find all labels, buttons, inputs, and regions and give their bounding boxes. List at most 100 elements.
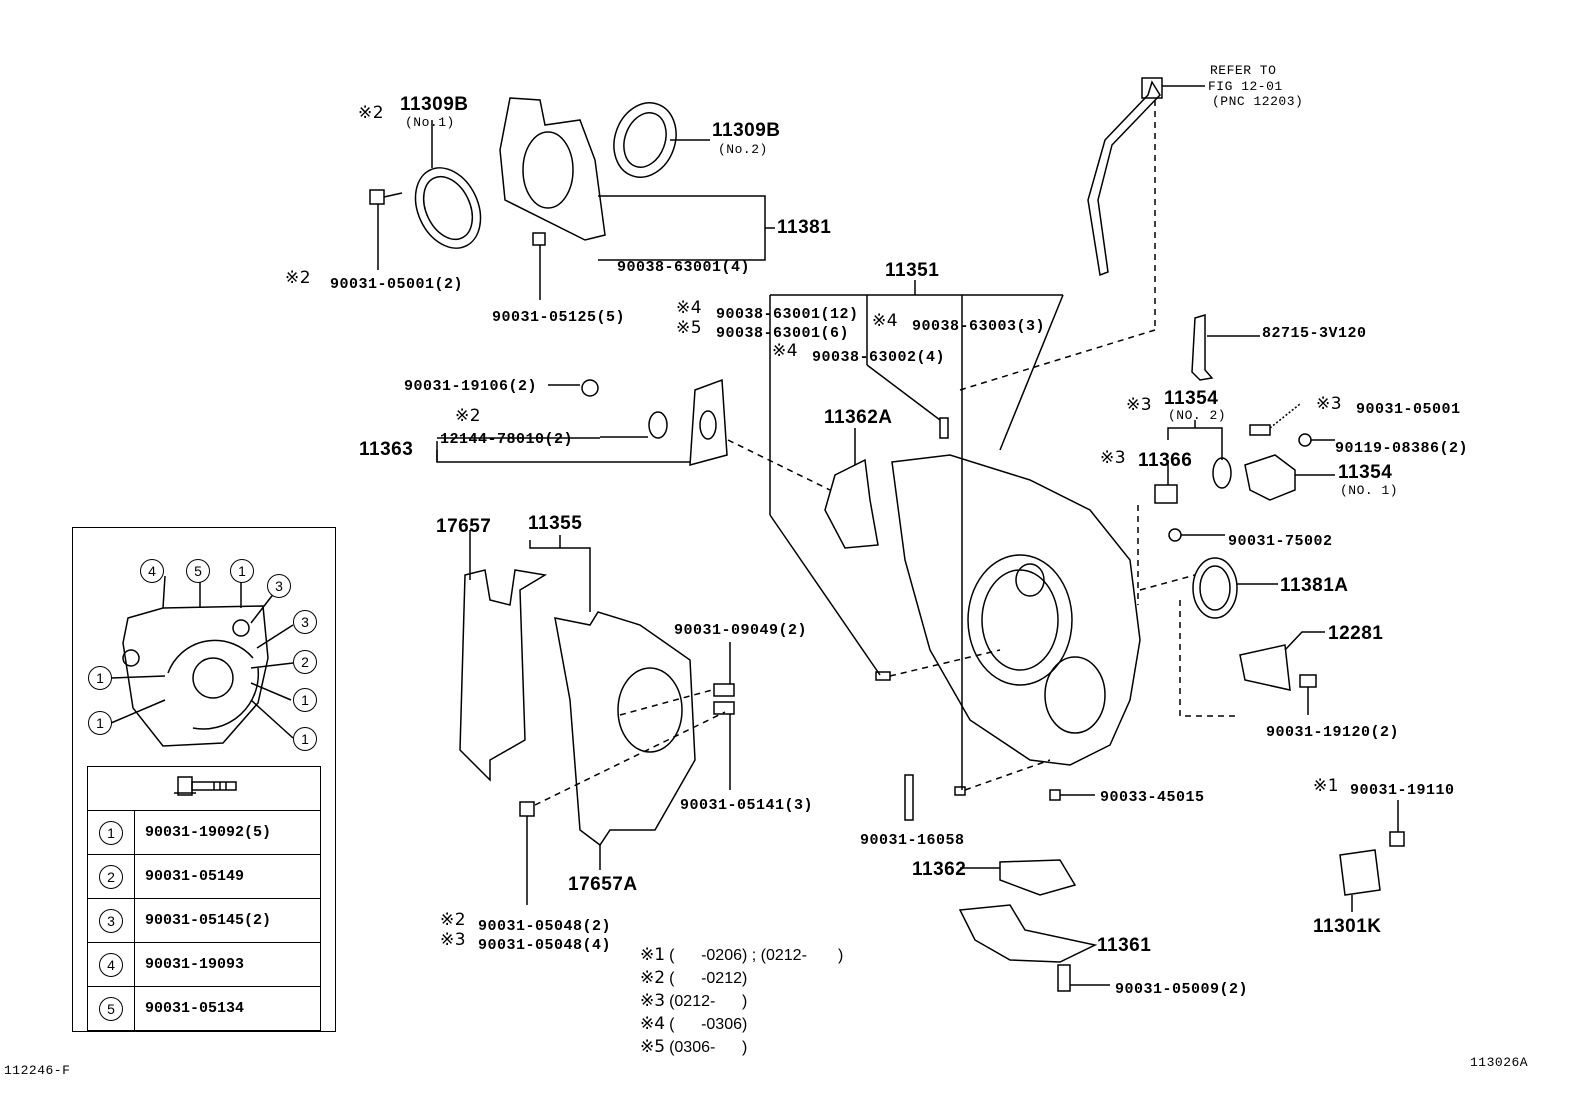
- inset-callout: 3: [293, 610, 317, 634]
- part-label-90031-05141[interactable]: 90031-05141(3): [680, 797, 814, 814]
- note-text: ( -0306): [669, 1016, 748, 1033]
- table-row: 4 90031-19093: [87, 942, 321, 987]
- part-label-11351[interactable]: 11351: [885, 260, 940, 281]
- row-part-number: 90031-19092(5): [134, 810, 321, 855]
- part-label-90031-05009[interactable]: 90031-05009(2): [1115, 981, 1249, 998]
- inset-callout: 1: [230, 559, 254, 583]
- part-label-17657[interactable]: 17657: [436, 516, 492, 537]
- note-row: ※2( -0212): [640, 968, 843, 991]
- inset-callout: 1: [293, 727, 317, 751]
- part-label-82715-3v120[interactable]: 82715-3V120: [1262, 325, 1367, 342]
- note-text: (0306- ): [669, 1039, 748, 1056]
- part-label-90038-63001-6[interactable]: 90038-63001(6): [716, 325, 850, 342]
- applicability-mark: ※3: [1126, 395, 1153, 415]
- note-row: ※5(0306- ): [640, 1037, 843, 1060]
- note-mark: ※3: [640, 991, 666, 1011]
- part-label-90031-75002[interactable]: 90031-75002: [1228, 533, 1333, 550]
- part-label-90038-63003[interactable]: 90038-63003(3): [912, 318, 1046, 335]
- part-label-90031-09049[interactable]: 90031-09049(2): [674, 622, 808, 639]
- table-row: 1 90031-19092(5): [87, 810, 321, 855]
- part-sublabel: (No.2): [718, 142, 768, 157]
- part-label-11363[interactable]: 11363: [359, 439, 414, 460]
- row-part-number: 90031-19093: [134, 942, 321, 987]
- part-label-90033-45015[interactable]: 90033-45015: [1100, 789, 1205, 806]
- part-label-12281[interactable]: 12281: [1328, 623, 1384, 644]
- bolt-table-header: [87, 766, 321, 811]
- part-label-90038-63001-12[interactable]: 90038-63001(12): [716, 306, 859, 323]
- part-label-11301k[interactable]: 11301K: [1313, 916, 1382, 937]
- retainer-11381-shape: [499, 97, 606, 241]
- part-label-90119-08386[interactable]: 90119-08386(2): [1335, 440, 1469, 457]
- part-label-11366[interactable]: 11366: [1138, 450, 1193, 471]
- part-label-90031-19110[interactable]: 90031-19110: [1350, 782, 1455, 799]
- gasket-11355-shape: [554, 611, 696, 847]
- note-row: ※4( -0306): [640, 1014, 843, 1037]
- part-label-11309b-no1[interactable]: 11309B: [400, 94, 469, 115]
- part-label-17657a[interactable]: 17657A: [568, 874, 638, 895]
- seal-11309b-no1-shape: [414, 120, 482, 249]
- table-row: 2 90031-05149: [87, 854, 321, 899]
- part-label-90031-05001-2[interactable]: 90031-05001(2): [330, 276, 464, 293]
- part-label-90031-05048-2[interactable]: 90031-05048(2): [478, 918, 612, 935]
- inset-callout: 1: [88, 666, 112, 690]
- part-label-11362[interactable]: 11362: [912, 859, 967, 880]
- applicability-mark: ※1: [1313, 776, 1340, 796]
- bolt-icon: [174, 776, 237, 796]
- part-label-90031-19120[interactable]: 90031-19120(2): [1266, 724, 1400, 741]
- applicability-mark: ※3: [1316, 394, 1343, 414]
- part-label-90031-19106[interactable]: 90031-19106(2): [404, 378, 538, 395]
- oil-pan-baffle-11361-shape: [958, 904, 1098, 963]
- note-text: ( -0212): [669, 970, 748, 987]
- part-label-90031-05048-4[interactable]: 90031-05048(4): [478, 937, 612, 954]
- row-part-number: 90031-05149: [134, 854, 321, 899]
- refer-note-line3: (PNC 12203): [1212, 94, 1304, 109]
- note-text: ( -0206) ; (0212- ): [669, 947, 844, 964]
- part-label-12144-78010[interactable]: 12144-78010(2): [440, 431, 574, 448]
- note-mark: ※4: [640, 1014, 666, 1034]
- part-label-90038-63001-4[interactable]: 90038-63001(4): [617, 259, 751, 276]
- note-row: ※3(0212- ): [640, 991, 843, 1014]
- note-row: ※1( -0206) ; (0212- ): [640, 945, 843, 968]
- part-label-90031-05125[interactable]: 90031-05125(5): [492, 309, 626, 326]
- row-number: 3: [99, 908, 123, 933]
- row-part-number: 90031-05134: [134, 986, 321, 1031]
- applicability-notes: ※1( -0206) ; (0212- ) ※2( -0212) ※3(0212…: [640, 945, 843, 1060]
- inset-callout: 3: [267, 574, 291, 598]
- part-label-90031-16058[interactable]: 90031-16058: [860, 832, 965, 849]
- part-label-11309b-no2[interactable]: 11309B: [712, 120, 781, 141]
- row-part-number: 90031-05145(2): [134, 898, 321, 943]
- part-label-11354-no2[interactable]: 11354: [1164, 388, 1219, 409]
- applicability-mark: ※2: [440, 910, 467, 930]
- note-text: (0212- ): [669, 993, 748, 1010]
- applicability-mark: ※3: [440, 930, 467, 950]
- bolt-table: 1 90031-19092(5) 2 90031-05149 3 90031-0514…: [87, 766, 321, 1031]
- part-label-11362a[interactable]: 11362A: [824, 407, 893, 428]
- cylinder-block-11351-shape: [891, 454, 1141, 766]
- row-number: 1: [99, 820, 123, 845]
- part-label-90031-05001[interactable]: 90031-05001: [1356, 401, 1461, 418]
- part-label-11355[interactable]: 11355: [528, 513, 583, 534]
- part-label-11381a[interactable]: 11381A: [1280, 575, 1349, 596]
- oil-gauge-guide-shape: [1087, 80, 1161, 277]
- applicability-mark: ※2: [285, 268, 312, 288]
- note-mark: ※5: [640, 1037, 666, 1057]
- refer-note-line2[interactable]: FIG 12-01: [1208, 79, 1283, 94]
- applicability-mark: ※4: [676, 298, 703, 318]
- part-label-11361[interactable]: 11361: [1097, 935, 1152, 956]
- inset-callout: 4: [140, 559, 164, 583]
- applicability-mark: ※4: [772, 341, 799, 361]
- inset-plate-drawing: [110, 575, 294, 747]
- applicability-mark: ※2: [358, 103, 385, 123]
- row-number: 4: [99, 952, 123, 977]
- part-sublabel: (NO. 1): [1340, 483, 1399, 498]
- part-label-90038-63002[interactable]: 90038-63002(4): [812, 349, 946, 366]
- gasket-17657-shape: [459, 569, 548, 782]
- inset-callout: 2: [293, 650, 317, 674]
- row-number: 2: [99, 864, 123, 889]
- part-label-11354-no1[interactable]: 11354: [1338, 462, 1393, 483]
- applicability-mark: ※4: [872, 311, 899, 331]
- part-label-11381[interactable]: 11381: [777, 217, 832, 238]
